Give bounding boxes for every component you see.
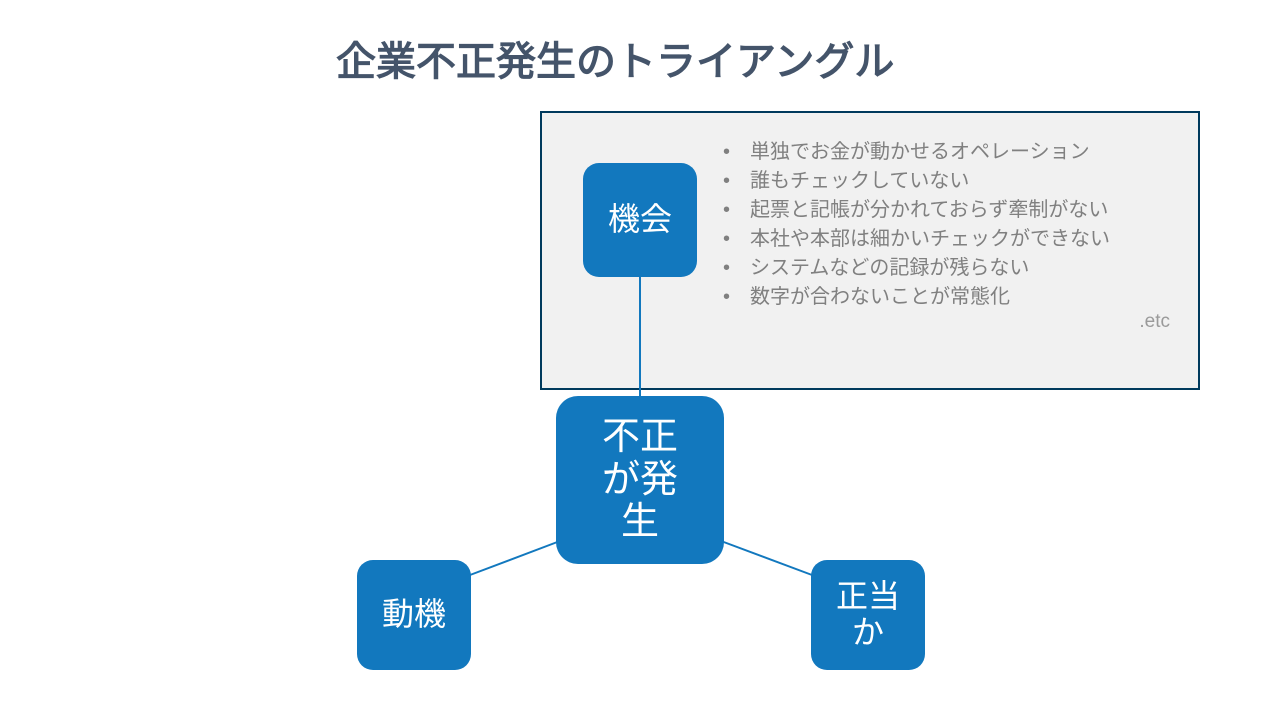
- node-motive-label: 動機: [381, 596, 446, 633]
- page-title: 企業不正発生のトライアングル: [336, 40, 895, 84]
- etc-note: .etc: [1139, 311, 1170, 332]
- bullet-icon: •: [723, 257, 731, 279]
- list-item: • 本社や本部は細かいチェックができない: [715, 225, 1195, 254]
- list-item-label: 数字が合わないことが常態化: [750, 286, 1010, 308]
- list-item-label: 単独でお金が動かせるオペレーション: [750, 141, 1090, 163]
- node-opportunity-label: 機会: [607, 201, 672, 238]
- bullet-icon: •: [723, 199, 731, 221]
- list-item-label: 誰もチェックしていない: [750, 170, 970, 192]
- list-item-label: 本社や本部は細かいチェックができない: [750, 228, 1110, 250]
- node-fraud-occurs[interactable]: 不正が発生: [556, 396, 724, 564]
- connector-motive-center: [469, 540, 561, 576]
- node-rationalization[interactable]: 正当か: [811, 560, 925, 670]
- node-opportunity[interactable]: 機会: [583, 163, 697, 277]
- node-rationalization-label: 正当か: [835, 578, 900, 650]
- connector-center-rationalization: [720, 540, 813, 576]
- node-motive[interactable]: 動機: [357, 560, 471, 670]
- list-item-label: 起票と記帳が分かれておらず牽制がない: [750, 199, 1109, 221]
- list-item: • 誰もチェックしていない: [715, 167, 1195, 196]
- bullet-icon: •: [723, 141, 731, 163]
- list-item-label: システムなどの記録が残らない: [750, 257, 1030, 279]
- opportunity-bullet-list: • 単独でお金が動かせるオペレーション • 誰もチェックしていない • 起票と記…: [715, 138, 1195, 312]
- list-item: • 起票と記帳が分かれておらず牽制がない: [715, 196, 1195, 225]
- list-item: • 数字が合わないことが常態化: [715, 283, 1195, 312]
- list-item: • システムなどの記録が残らない: [715, 254, 1195, 283]
- bullet-icon: •: [723, 286, 731, 308]
- bullet-icon: •: [723, 228, 731, 250]
- bullet-icon: •: [723, 170, 731, 192]
- list-item: • 単独でお金が動かせるオペレーション: [715, 138, 1195, 167]
- node-fraud-occurs-label: 不正が発生: [601, 416, 678, 544]
